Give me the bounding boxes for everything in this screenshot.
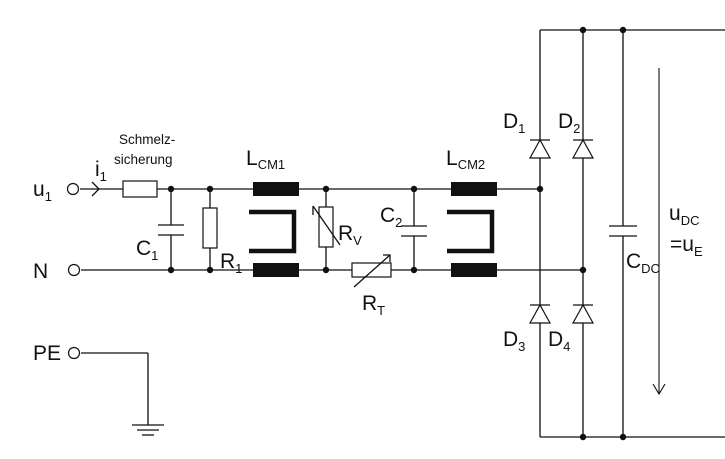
thermistor-rt xyxy=(351,254,392,288)
junction-dots xyxy=(167,26,627,441)
label-c2: C2 xyxy=(380,204,402,230)
label-N: N xyxy=(33,260,48,283)
terminal-PE xyxy=(67,346,81,360)
label-PE: PE xyxy=(33,342,61,365)
diode-d1 xyxy=(528,138,552,159)
label-lcm2: LCM2 xyxy=(446,147,485,172)
label-lcm1: LCM1 xyxy=(246,147,285,172)
label-d4: D4 xyxy=(548,328,570,354)
label-rv: RV xyxy=(338,222,362,248)
choke-lcm1 xyxy=(249,182,299,277)
current-arrow-icon xyxy=(91,181,100,197)
wires xyxy=(80,29,725,438)
label-i1: i1 xyxy=(95,158,107,184)
capacitor-c1 xyxy=(158,224,184,236)
diode-d2 xyxy=(571,138,595,159)
label-d3: D3 xyxy=(503,328,525,354)
label-c1: C1 xyxy=(136,237,158,263)
terminal-u1 xyxy=(66,182,80,196)
capacitor-cdc xyxy=(609,225,637,237)
choke-lcm2 xyxy=(447,182,497,277)
diode-d4 xyxy=(571,303,595,324)
label-cdc: CDC xyxy=(626,250,660,276)
resistor-r1 xyxy=(202,207,218,249)
diode-d3 xyxy=(528,303,552,324)
label-ue: =uE xyxy=(670,233,703,259)
voltage-arrow-icon xyxy=(652,68,666,396)
label-rt: RT xyxy=(362,292,385,318)
label-d2: D2 xyxy=(558,110,580,136)
label-udc: uDC xyxy=(669,202,699,228)
ground-icon xyxy=(132,424,164,436)
capacitor-c2 xyxy=(401,225,427,237)
label-fuse-line2: sicherung xyxy=(114,152,173,167)
label-r1: R1 xyxy=(220,250,242,276)
terminals xyxy=(66,182,81,360)
label-d1: D1 xyxy=(503,110,525,136)
label-u1: u1 xyxy=(33,178,52,204)
terminal-N xyxy=(67,263,81,277)
label-fuse-line1: Schmelz- xyxy=(119,132,175,147)
fuse xyxy=(122,180,158,198)
varistor-rv xyxy=(312,205,341,248)
